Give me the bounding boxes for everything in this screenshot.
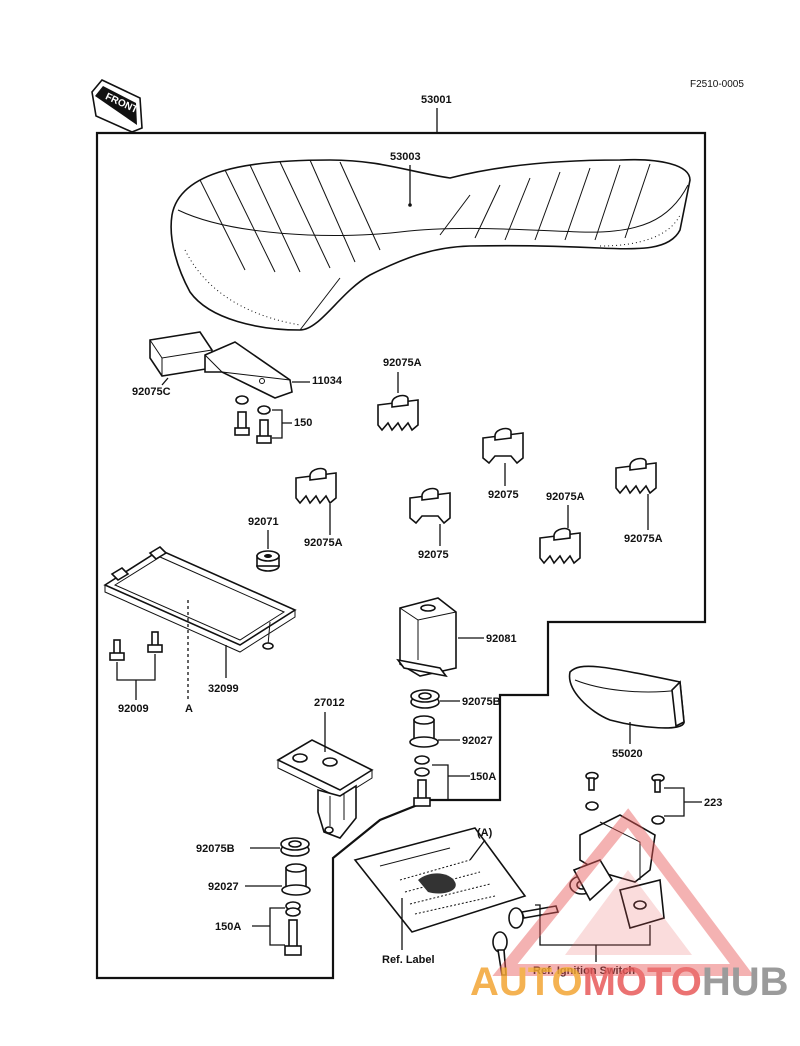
label-11034: 11034 [312, 375, 343, 387]
bracket-27012 [276, 739, 374, 839]
damper-92075A-2 [295, 467, 337, 505]
label-150A-2: 150A [215, 921, 241, 933]
front-arrow-icon: FRONT [91, 79, 143, 133]
watermark-logo: AUTOMOTOHUB [470, 808, 789, 1004]
damper-92075A-1 [377, 394, 419, 432]
bolts-150 [234, 395, 272, 444]
cover-92081 [396, 597, 457, 678]
label-92027-2: 92027 [208, 881, 239, 893]
label-92075A-3: 92075A [546, 491, 585, 503]
label-92071: 92071 [248, 516, 279, 528]
label-53001: 53001 [421, 94, 452, 106]
grommet-92075B-2 [280, 837, 310, 857]
diagram-code: F2510-0005 [690, 79, 744, 90]
collar-92027-1 [409, 715, 439, 748]
screws-223 [585, 771, 665, 825]
assembly-boundary [95, 131, 707, 980]
label-92075A-2: 92075A [304, 537, 343, 549]
label-150: 150 [294, 417, 312, 429]
damper-92075-1 [482, 427, 524, 465]
grommet-92075B-1 [410, 689, 440, 709]
bolts-92009 [109, 631, 163, 661]
label-53003: 53003 [390, 151, 421, 163]
label-92075A-4: 92075A [624, 533, 663, 545]
bolts-150A-1 [413, 755, 431, 807]
tray-32099 [103, 545, 297, 653]
damper-92075A-4 [615, 457, 657, 495]
label-92075B-1: 92075B [462, 696, 501, 708]
label-92027-1: 92027 [462, 735, 493, 747]
label-223: 223 [704, 797, 722, 809]
label-92081: 92081 [486, 633, 517, 645]
label-32099: 32099 [208, 683, 239, 695]
watermark-auto: AUTOMOTOHUB [470, 960, 789, 1004]
label-27012: 27012 [314, 697, 345, 709]
ref-label-sheet [353, 827, 527, 933]
seat-illustration [170, 158, 691, 331]
pad-92075C [149, 331, 213, 377]
collar-92027-2 [281, 863, 311, 896]
label-55020: 55020 [612, 748, 643, 760]
damper-92075A-3 [539, 527, 581, 565]
ignition-switch [569, 814, 665, 929]
bracket-11034 [204, 341, 293, 399]
label-ref-A: (A) [477, 827, 493, 839]
grommet-92071 [256, 550, 280, 572]
label-ref-ignition-switch: Ref. Ignition Switch [533, 965, 635, 977]
bolts-150A-2 [284, 901, 302, 956]
label-92075B-2: 92075B [196, 843, 235, 855]
label-92075-2: 92075 [418, 549, 449, 561]
label-92075A-1: 92075A [383, 357, 422, 369]
label-92075C: 92075C [132, 386, 171, 398]
label-ref-A-tray: A [185, 703, 193, 715]
cover-55020 [568, 665, 685, 729]
label-ref-label: Ref. Label [382, 954, 435, 966]
damper-92075-2 [409, 487, 451, 525]
label-150A-1: 150A [470, 771, 496, 783]
label-92009: 92009 [118, 703, 149, 715]
label-92075-1: 92075 [488, 489, 519, 501]
